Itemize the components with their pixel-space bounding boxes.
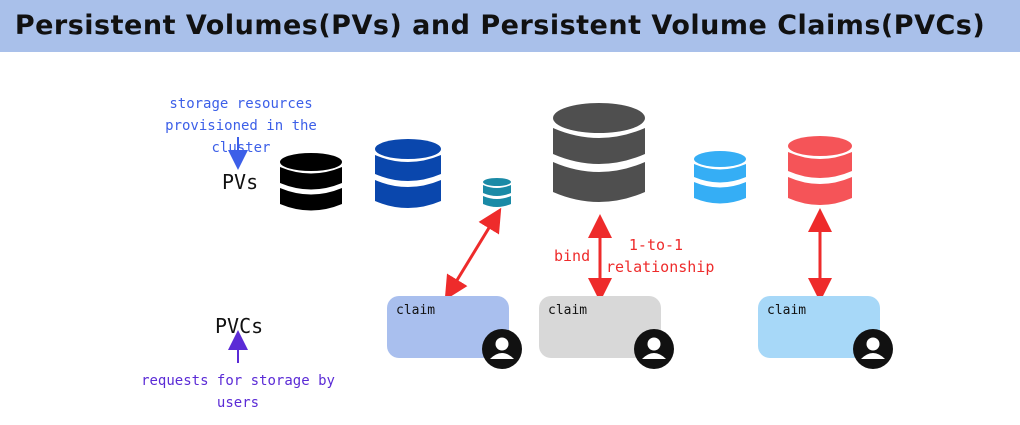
pv-note: storage resources provisioned in the clu… [165, 96, 317, 156]
pvc-note: requests for storage by users [141, 373, 335, 411]
claim-label: claim [548, 303, 588, 318]
title-banner [0, 0, 1020, 52]
user-avatar-icon [853, 329, 893, 369]
pv-label: PVs [222, 170, 259, 194]
database-icon-blue [375, 139, 441, 208]
claim-label: claim [396, 303, 436, 318]
user-icon [642, 337, 666, 359]
user-avatar-icon [482, 329, 522, 369]
database-icon-red [788, 136, 852, 205]
database-icon-light-blue [694, 151, 746, 204]
relationship-label: 1-to-1 relationship [606, 236, 715, 276]
database-icon-small-teal [483, 178, 511, 207]
database-icon-large-gray [553, 103, 645, 202]
user-avatar-icon [634, 329, 674, 369]
user-icon [861, 337, 885, 359]
diagram-title: Persistent Volumes(PVs) and Persistent V… [14, 10, 986, 41]
database-icon-black [280, 153, 342, 211]
user-icon [490, 337, 514, 359]
claim-label: claim [767, 303, 807, 318]
bind-arrow-1 [444, 207, 502, 301]
bind-label: bind [554, 247, 591, 265]
